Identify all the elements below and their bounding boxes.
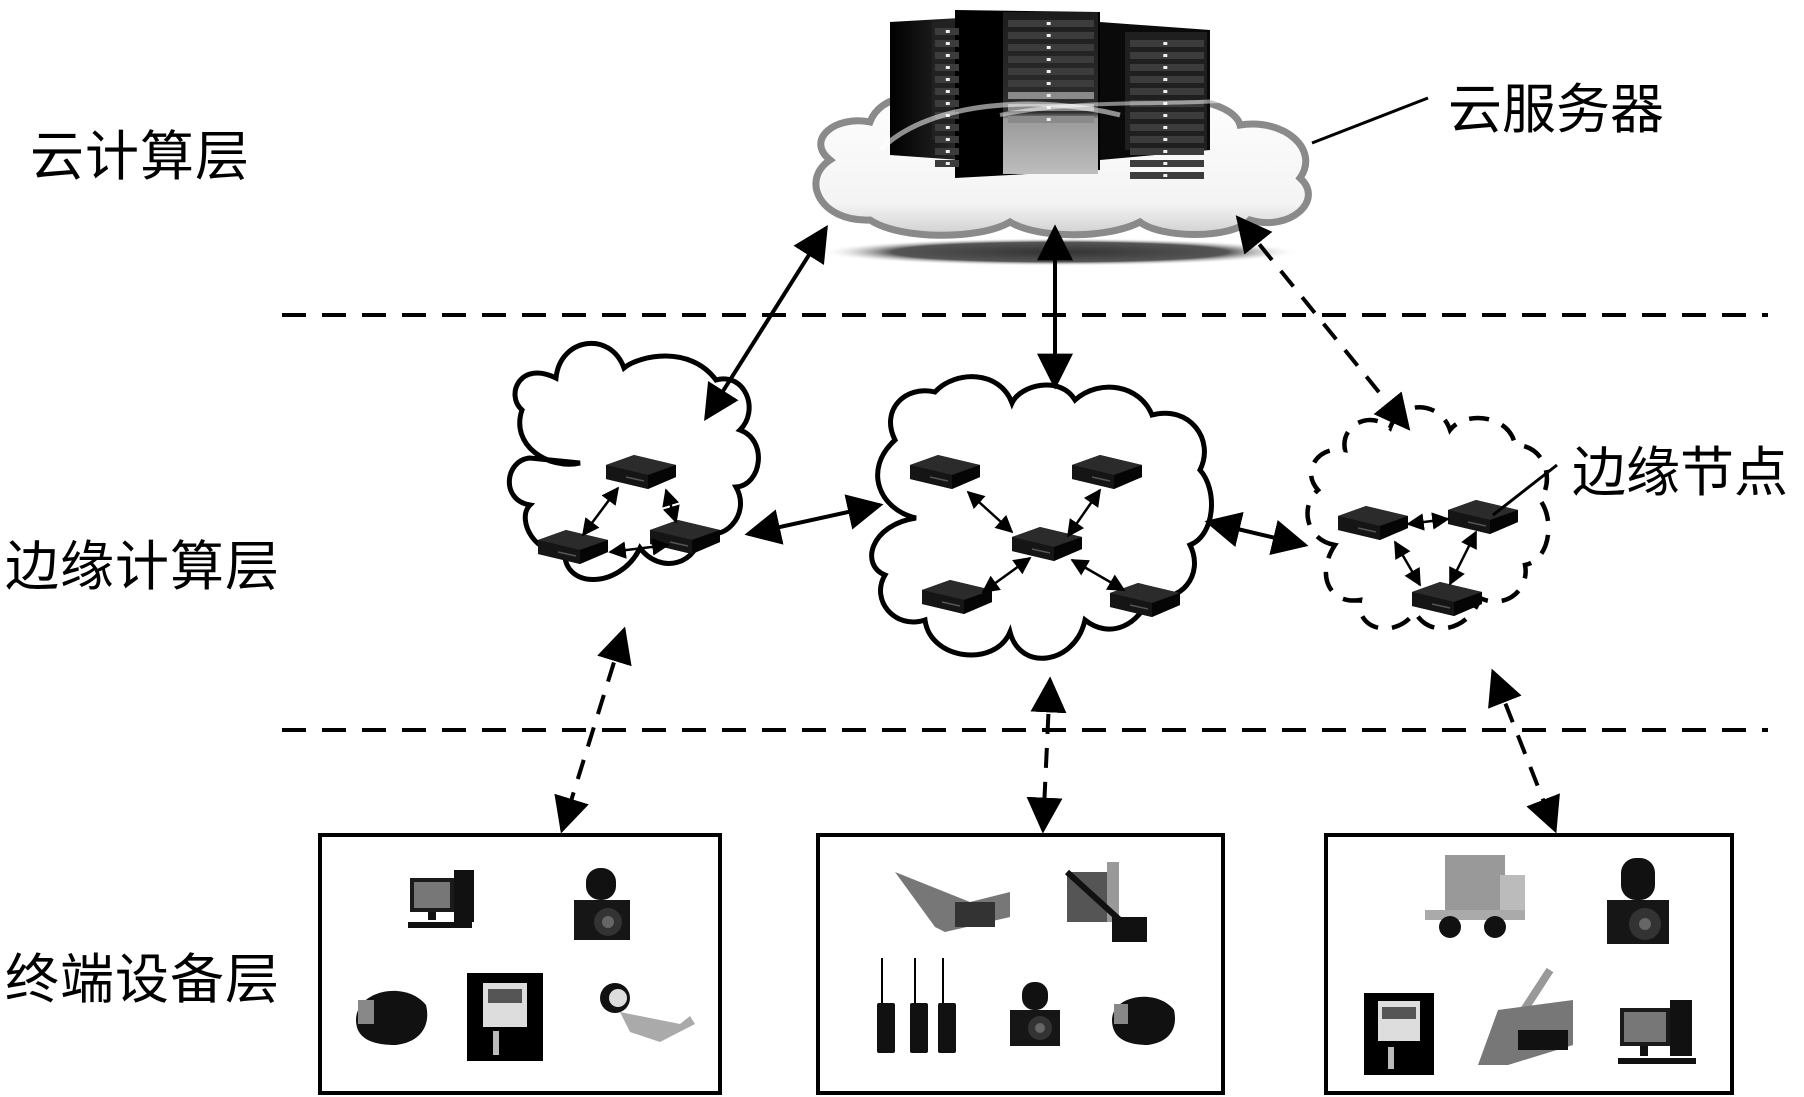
layer-label-cloud: 云计算层 xyxy=(30,125,250,188)
rack-led xyxy=(945,78,950,81)
layer-label-terminal: 终端设备层 xyxy=(5,948,280,1011)
rack-led xyxy=(945,66,950,69)
rack-led xyxy=(1046,118,1051,121)
rack-led xyxy=(1163,78,1168,81)
walkie-talkie-icon xyxy=(938,958,956,1053)
explosion-proof-camera-icon xyxy=(1010,982,1060,1046)
rack-slot xyxy=(1008,32,1094,39)
rack-slot xyxy=(1008,44,1094,51)
rack-led xyxy=(1163,150,1168,153)
callout-line-cloud-server xyxy=(1311,96,1429,145)
link-cloud-edge-right xyxy=(1235,215,1411,431)
conveyor-sensor-icon xyxy=(600,983,695,1042)
node-link xyxy=(1066,488,1102,538)
rack-led xyxy=(945,30,950,33)
rack-led xyxy=(1163,90,1168,93)
rack-led xyxy=(945,150,950,153)
rack-slot xyxy=(1008,56,1094,63)
rack-led xyxy=(945,138,950,141)
concrete-sprayer-icon xyxy=(1425,855,1525,938)
rack-led xyxy=(945,162,950,165)
walkie-talkie-icon xyxy=(910,958,928,1053)
rack-led xyxy=(1163,54,1168,57)
node-link xyxy=(966,490,1014,534)
rack-led xyxy=(1046,94,1051,97)
node-link xyxy=(1070,558,1126,592)
rack-led xyxy=(1163,114,1168,117)
link-edge-terminal-right xyxy=(1488,668,1560,834)
rack-led xyxy=(1163,66,1168,69)
cloud-server xyxy=(812,10,1312,266)
node-link xyxy=(608,538,670,559)
node-link xyxy=(581,486,620,537)
edge-cloud-middle-outline xyxy=(869,374,1214,661)
explosion-proof-camera-icon xyxy=(574,868,630,940)
node-link xyxy=(662,488,680,524)
rack-led xyxy=(1046,34,1051,37)
terminal-group-left xyxy=(318,833,722,1095)
rack-led xyxy=(1046,22,1051,25)
miner-helmet-icon xyxy=(1112,996,1175,1045)
rack-led xyxy=(1163,162,1168,165)
gas-monitor-icon xyxy=(467,973,543,1061)
rack-led xyxy=(1163,138,1168,141)
rack-led xyxy=(1046,58,1051,61)
rack-led xyxy=(1163,174,1168,177)
node-link xyxy=(981,556,1032,594)
cloud-shadow xyxy=(820,238,1300,266)
edge-cluster-right xyxy=(1305,405,1551,631)
miner-helmet-icon xyxy=(356,990,428,1045)
rack-led xyxy=(945,42,950,45)
node-link xyxy=(1448,530,1478,586)
walkie-talkie-icon xyxy=(877,958,895,1053)
link-cloud-edge-left xyxy=(704,224,828,422)
link-edge-terminal-left xyxy=(554,626,632,834)
rack-slot xyxy=(1008,20,1094,27)
drilling-rig-icon xyxy=(1478,967,1573,1065)
rack-led xyxy=(1046,82,1051,85)
rack-led xyxy=(945,102,950,105)
shearer-conveyor-icon xyxy=(895,872,1010,932)
rack-led xyxy=(945,126,950,129)
roadheader-icon xyxy=(1064,862,1147,942)
node-link xyxy=(1406,512,1450,531)
rack-led xyxy=(1046,70,1051,73)
layer-label-edge: 边缘计算层 xyxy=(5,535,280,598)
rack-slot xyxy=(1008,92,1094,99)
terminal-group-middle xyxy=(816,833,1225,1095)
explosion-proof-camera-icon xyxy=(1607,858,1669,944)
gas-monitor-icon xyxy=(1364,993,1434,1075)
link-edge-terminal-middle xyxy=(1026,676,1067,834)
edge-cluster-left xyxy=(506,340,761,582)
callout-edge-node: 边缘节点 xyxy=(1572,441,1788,504)
terminal-group-right xyxy=(1324,833,1734,1095)
callout-line-edge-node xyxy=(1492,463,1558,517)
rack-led xyxy=(1046,46,1051,49)
link-edge-middle-right xyxy=(1204,511,1309,556)
desktop-computer-icon xyxy=(408,870,474,928)
node-link xyxy=(1393,540,1422,587)
rack-slot xyxy=(1008,68,1094,75)
rack-led xyxy=(945,54,950,57)
edge-cluster-middle xyxy=(869,374,1214,661)
rack-led xyxy=(1163,126,1168,129)
link-edge-left-middle xyxy=(744,494,884,545)
callout-cloud-server: 云服务器 xyxy=(1448,78,1664,141)
desktop-computer-icon xyxy=(1618,1000,1696,1064)
terminal-box xyxy=(816,833,1225,1095)
rack-slot xyxy=(1008,116,1094,123)
rack-led xyxy=(945,90,950,93)
rack-led xyxy=(1163,42,1168,45)
rack-slot xyxy=(1008,80,1094,87)
